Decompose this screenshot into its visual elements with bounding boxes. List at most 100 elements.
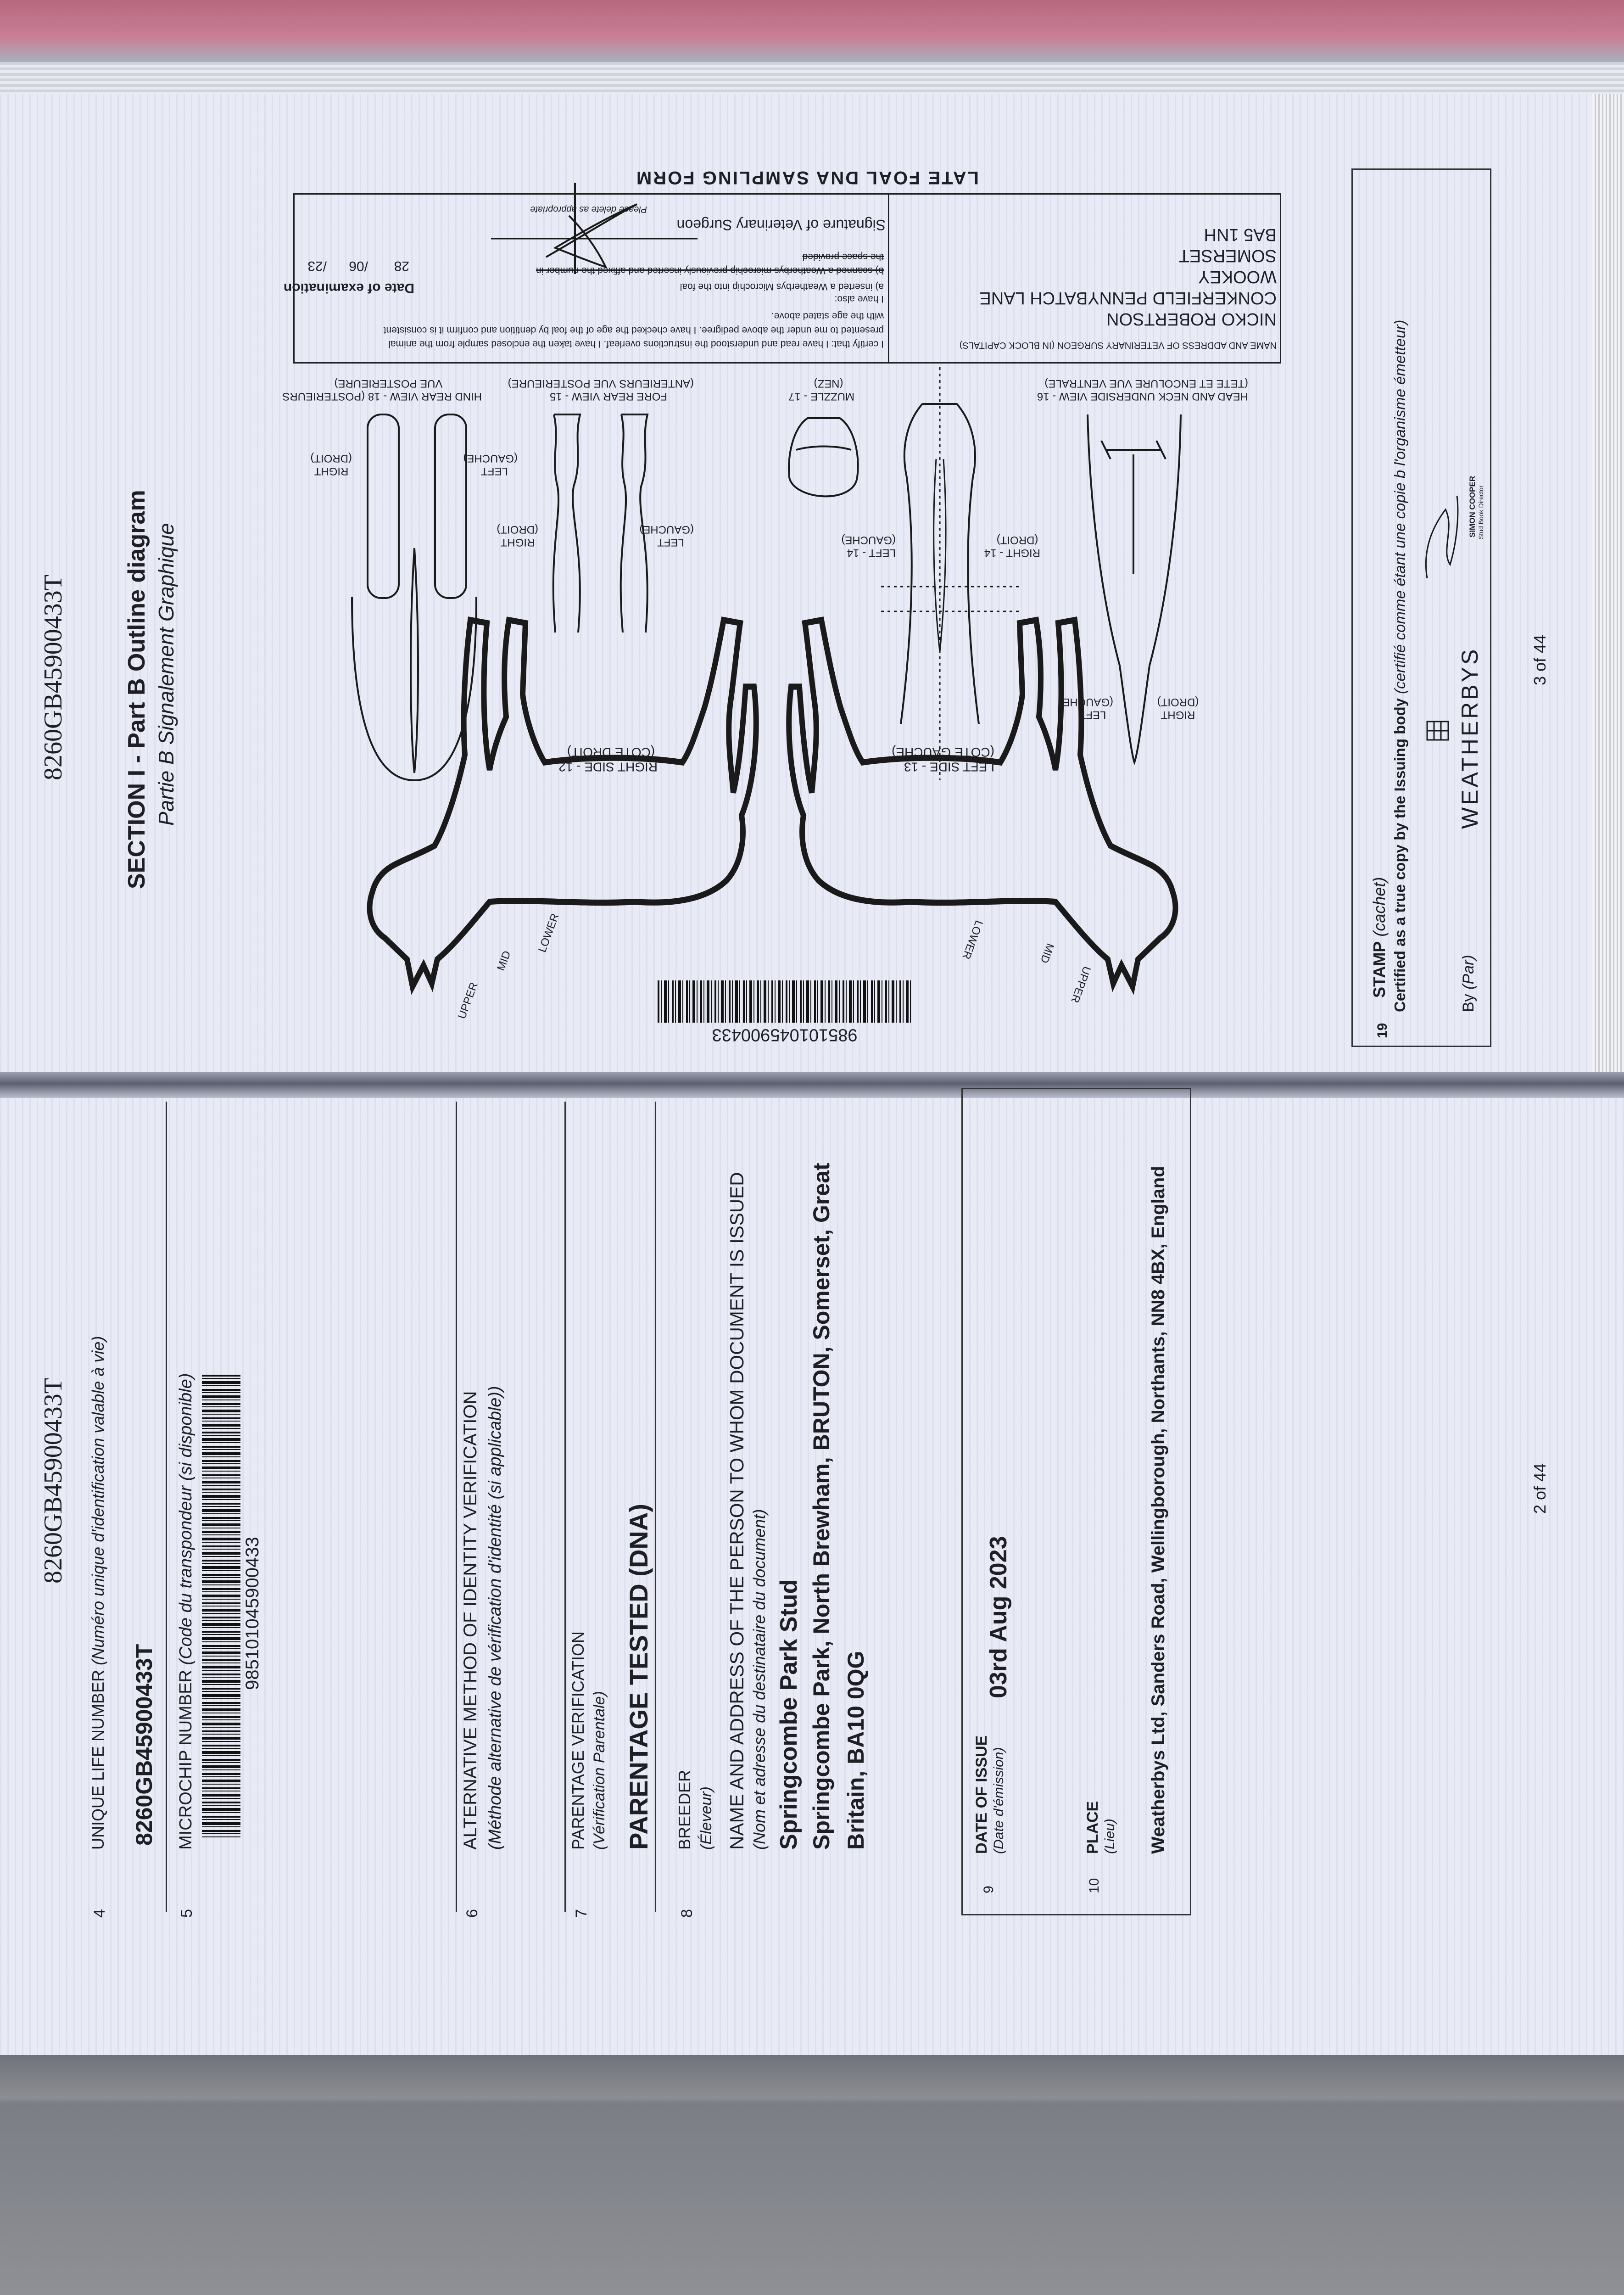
item-9-number: 9 xyxy=(981,1886,996,1893)
date-of-issue-label: DATE OF ISSUE xyxy=(973,1735,990,1854)
left-side-title-fr: (COTE GAUCHE) xyxy=(892,745,994,760)
item-7-label: PARENTAGE VERIFICATION xyxy=(569,1631,587,1850)
hind-left-label: LEFT (GAUCHE) xyxy=(463,452,518,478)
signature-label: Signature of Veterinary Surgeon xyxy=(676,217,886,233)
muzzle-outline xyxy=(788,417,859,498)
place-value: Weatherbys Ltd, Sanders Road, Wellingbor… xyxy=(1148,1166,1168,1854)
right-page-header-id: 8260GB45900433T xyxy=(39,575,67,780)
vet-address-line: WOOKEY xyxy=(1198,267,1277,286)
hind-right-label: RIGHT (DROIT) xyxy=(310,452,352,478)
item-6-label-fr: (Méthode alternative de vérification d'i… xyxy=(486,1386,505,1850)
stamp-label-fr: (cachet) xyxy=(1370,877,1389,937)
exam-date-day: 28 xyxy=(394,258,409,274)
item-4-label-fr: (Numéro unique d'identification valable … xyxy=(89,1336,107,1665)
head-right-14-label: RIGHT - 14 (DROIT) xyxy=(984,534,1040,560)
head-neck-title: HEAD AND NECK UNDERSIDE VIEW - 16 xyxy=(1037,390,1248,403)
stamp-box xyxy=(1351,168,1491,1047)
owner-address-line-2: Britain, BA10 0QG xyxy=(843,1651,869,1850)
horse-left-side-outline xyxy=(789,620,1175,987)
right-page-number: 3 of 44 xyxy=(1530,634,1549,685)
stamp-item-number: 19 xyxy=(1375,1023,1390,1038)
item-4-label: UNIQUE LIFE NUMBER xyxy=(89,1669,107,1850)
right-page-barcode-number: 985101045900433 xyxy=(712,1025,858,1045)
gauche-text: (GAUCHE) xyxy=(463,452,518,465)
pink-folder-edge xyxy=(0,0,1624,62)
divider xyxy=(456,1102,457,1912)
certify-text-line: presented to me under the above pedigree… xyxy=(383,325,884,336)
item-5-label-fr: (Code du transpondeur (si disponible) xyxy=(176,1373,195,1665)
stamp-label-text: STAMP xyxy=(1370,941,1389,998)
horse-right-side-outline xyxy=(370,620,756,987)
issue-box xyxy=(961,1088,1191,1915)
item-5-number: 5 xyxy=(178,1909,195,1918)
hind-rear-view-title: HIND REAR VIEW - 18 (POSTERIEURS xyxy=(282,390,482,403)
certified-text: Certified as a true copy by the Issuing … xyxy=(1391,698,1408,1012)
scanner-background xyxy=(0,2055,1624,2295)
by-label: By xyxy=(1460,994,1477,1012)
section-title: SECTION I - Part B Outline diagram xyxy=(123,490,150,889)
owner-name-address-label-fr: (Nom et adresse du destinataire du docum… xyxy=(750,1509,769,1850)
option-b-cont: the space provided xyxy=(802,252,884,262)
item-6-label: ALTERNATIVE METHOD OF IDENTITY VERIFICAT… xyxy=(460,1391,480,1850)
hind-rear-view-outline xyxy=(351,414,477,782)
right-side-12-label: RIGHT SIDE - 12 (COTE DROIT) xyxy=(558,744,658,774)
left-side-title: LEFT SIDE - 13 xyxy=(904,760,994,774)
date-of-examination-label: Date of examination xyxy=(283,280,414,296)
vet-address-line: SOMERSET xyxy=(1178,246,1277,265)
stamp-label: STAMP (cachet) xyxy=(1370,877,1389,998)
fore-rear-view-title: FORE REAR VIEW - 15 xyxy=(549,390,668,403)
fore-left-label: LEFT (GAUCHE) xyxy=(639,523,694,549)
item-4-number: 4 xyxy=(91,1909,108,1918)
item-5-label: MICROCHIP NUMBER xyxy=(176,1670,195,1850)
breeder-label-fr: (Éleveur) xyxy=(698,1786,715,1850)
left-side-13-label: LEFT SIDE - 13 (COTE GAUCHE) xyxy=(892,744,994,774)
stamp-certified: Certified as a true copy by the Issuing … xyxy=(1391,320,1408,1012)
by-label-fr: (Par) xyxy=(1460,955,1477,990)
signatory-title: Stud Book Director xyxy=(1477,485,1484,540)
vet-address-line: CONKERFIELD PENNYBATCH LANE xyxy=(979,288,1277,308)
underside-right-label: RIGHT (DROIT) xyxy=(1155,696,1201,722)
delete-note: Please delete as appropriate xyxy=(530,204,647,214)
item-7-label-fr: (Vérification Parentale) xyxy=(591,1691,608,1850)
vet-address-label: NAME AND ADDRESS OF VETERINARY SURGEON (… xyxy=(959,340,1277,350)
section-subtitle: Partie B Signalement Graphique xyxy=(154,523,178,826)
droit-text: (DROIT) xyxy=(996,534,1038,547)
vet-address-line: BA5 1NH xyxy=(1204,225,1277,244)
option-b: b) scanned a Weatherbys microchip previo… xyxy=(536,265,884,276)
parentage-value: PARENTAGE TESTED (DNA) xyxy=(624,1504,653,1850)
exam-date-month: /06 xyxy=(349,258,368,274)
owner-name-address-label: NAME AND ADDRESS OF THE PERSON TO WHOM D… xyxy=(726,1172,748,1850)
right-text: RIGHT xyxy=(500,536,535,549)
divider xyxy=(655,1102,656,1912)
left-page-header-id: 8260GB45900433T xyxy=(39,1378,67,1584)
right-side-title: RIGHT SIDE - 12 xyxy=(558,760,658,774)
date-of-issue-label-fr: (Date d'émission) xyxy=(991,1747,1006,1854)
stamp-by: By (Par) xyxy=(1460,955,1477,1012)
item-6-number: 6 xyxy=(463,1909,481,1918)
divider xyxy=(166,1102,167,1912)
page-stack-edge-right xyxy=(1592,94,1624,1072)
late-foal-dna-sampling-form: NAME AND ADDRESS OF VETERINARY SURGEON (… xyxy=(284,165,1281,364)
head-left-14-label: LEFT - 14 (GAUCHE) xyxy=(841,534,896,560)
gauche-text: (GAUCHE) xyxy=(841,534,896,547)
divider xyxy=(564,1102,566,1912)
fore-rear-view-title-fr: (ANTERIEURS VUE POSTERIEURE) xyxy=(508,377,694,390)
gauche-text: (GAUCHE) xyxy=(639,523,694,536)
item-8-number: 8 xyxy=(678,1909,696,1918)
signatory-name: SIMON COOPER xyxy=(1468,476,1477,537)
microchip-barcode-number: 985101045900433 xyxy=(242,1537,262,1690)
date-of-issue-value: 03rd Aug 2023 xyxy=(985,1536,1012,1698)
head-neck-title-fr: (TETE ET ENCOLURE VUE VENTRALE) xyxy=(1044,377,1248,390)
muzzle-title-fr: (NEZ) xyxy=(814,377,843,390)
owner-name: Springcombe Park Stud xyxy=(776,1579,802,1850)
hind-rear-view-label: HIND REAR VIEW - 18 (POSTERIEURS VUE POS… xyxy=(282,377,482,403)
vet-address-line: NICKO ROBERTSON xyxy=(1106,309,1277,329)
fore-right-label: RIGHT (DROIT) xyxy=(497,523,538,549)
muzzle-label: MUZZLE - 17 (NEZ) xyxy=(788,377,854,403)
microchip-number-label: MICROCHIP NUMBER (Code du transpondeur (… xyxy=(176,1373,195,1850)
option-a: a) inserted a Weatherbys Microchip into … xyxy=(680,281,884,292)
page-2 xyxy=(0,1098,1624,2055)
vet-signature xyxy=(491,183,698,274)
gauche-text: (GAUCHE) xyxy=(1059,696,1113,709)
